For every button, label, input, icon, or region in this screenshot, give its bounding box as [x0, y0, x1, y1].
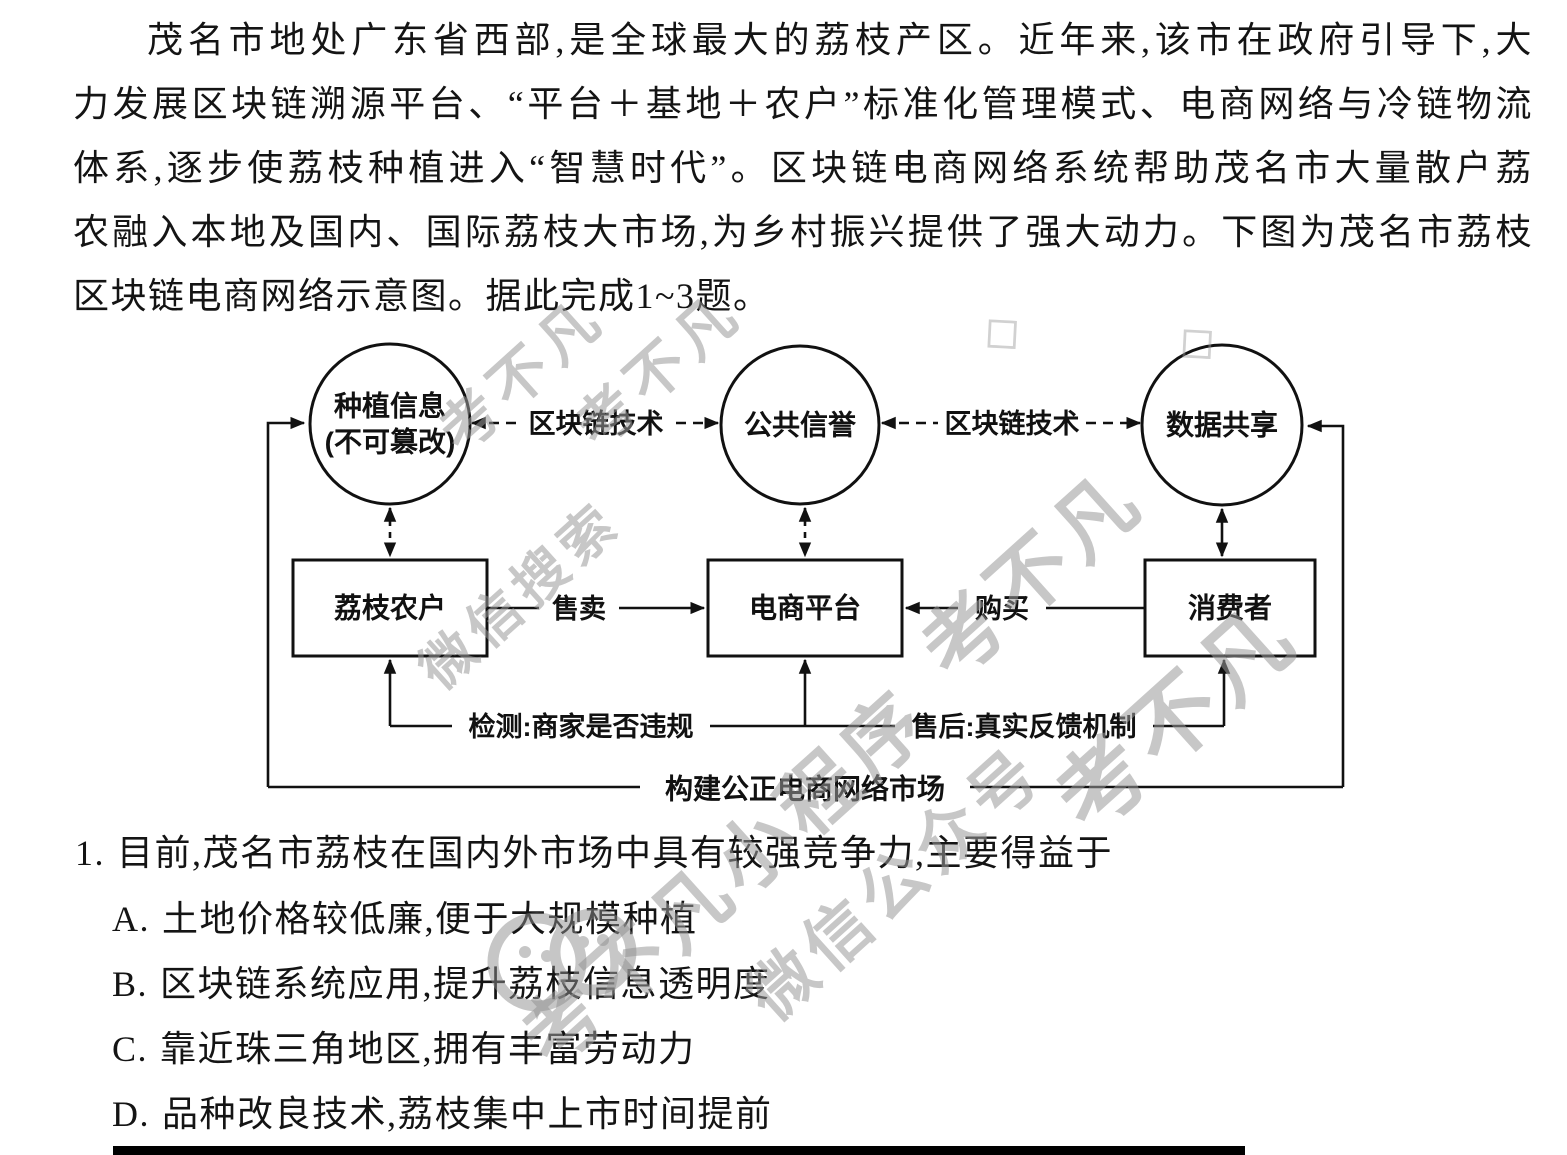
option-d-text: 品种改良技术,荔枝集中上市时间提前	[162, 1094, 773, 1134]
passage: 茂名市地处广东省西部,是全球最大的荔枝产区。近年来,该市在政府引导下,大 力发展…	[73, 8, 1533, 328]
label-bg	[640, 766, 970, 808]
option-b-key: B.	[112, 964, 149, 1004]
blockchain-label-right: 区块链技术	[945, 408, 1080, 439]
label-bg	[452, 706, 710, 746]
question-1: 1. 目前,茂名市荔枝在国内外市场中具有较强竞争力,主要得益于	[75, 824, 1113, 876]
blockchain-label-left: 区块链技术	[529, 408, 664, 439]
option-c: C. 靠近珠三角地区,拥有丰富劳动力	[112, 1020, 696, 1072]
option-a-text: 土地价格较低廉,便于大规模种植	[162, 899, 698, 939]
loop-left-line	[266, 416, 306, 787]
option-d-key: D.	[112, 1094, 150, 1134]
passage-line: 茂名市地处广东省西部,是全球最大的荔枝产区。近年来,该市在政府引导下,大	[147, 20, 1533, 60]
loop-right-line	[1306, 419, 1345, 787]
circle-public-reputation-label: 公共信誉	[744, 410, 857, 441]
circle-data-sharing-label: 数据共享	[1166, 409, 1278, 441]
blockchain-ecommerce-diagram: 构建公正电商网络市场 区块链技术 区块链技术 种植信息 (不可篡改) 公共信誉 …	[266, 342, 1345, 808]
box-lychee-farmers-label: 荔枝农户	[334, 592, 446, 624]
question-stem: 目前,茂名市荔枝在国内外市场中具有较强竞争力,主要得益于	[117, 833, 1114, 873]
box-consumer-label: 消费者	[1188, 593, 1272, 624]
circle-planting-info	[308, 342, 472, 506]
passage-line: 农融入本地及国内、国际荔枝大市场,为乡村振兴提供了强大动力。下图为茂名市荔枝	[73, 212, 1533, 252]
option-b: B. 区块链系统应用,提升荔枝信息透明度	[112, 955, 771, 1007]
box-consumer	[1143, 558, 1317, 658]
page-bottom-rule	[113, 1146, 1245, 1155]
question-number: 1.	[75, 833, 105, 873]
label-bg	[958, 588, 1046, 628]
option-a: A. 土地价格较低廉,便于大规模种植	[112, 890, 698, 942]
circle-data-sharing	[1140, 343, 1304, 507]
option-c-key: C.	[112, 1029, 149, 1069]
circle-public-reputation	[719, 344, 881, 506]
label-bg	[938, 403, 1086, 443]
option-b-text: 区块链系统应用,提升荔枝信息透明度	[160, 964, 771, 1004]
box-ecommerce-platform-label: 电商平台	[749, 592, 861, 624]
circle-planting-info-label: 种植信息	[334, 390, 446, 422]
bottom-loop-label: 构建公正电商网络市场	[665, 773, 945, 805]
label-bg	[539, 588, 619, 628]
option-c-text: 靠近珠三角地区,拥有丰富劳动力	[160, 1029, 696, 1069]
passage-line: 区块链电商网络示意图。据此完成1~3题。	[73, 276, 771, 316]
label-bg	[523, 403, 669, 443]
detect-label: 检测:商家是否违规	[469, 711, 694, 742]
buy-label: 购买	[975, 594, 1029, 624]
option-a-key: A.	[112, 899, 150, 939]
circle-planting-info-sublabel: (不可篡改)	[325, 426, 456, 458]
box-lychee-farmers	[291, 558, 489, 658]
label-bg	[895, 706, 1153, 746]
passage-line: 体系,逐步使荔枝种植进入“智慧时代”。区块链电商网络系统帮助茂名市大量散户荔	[73, 148, 1533, 188]
option-d: D. 品种改良技术,荔枝集中上市时间提前	[112, 1085, 773, 1137]
passage-line: 力发展区块链溯源平台、“平台＋基地＋农户”标准化管理模式、电商网络与冷链物流	[73, 84, 1533, 124]
box-ecommerce-platform	[706, 558, 904, 658]
aftersale-label: 售后:真实反馈机制	[912, 711, 1137, 742]
sell-label: 售卖	[552, 593, 606, 624]
